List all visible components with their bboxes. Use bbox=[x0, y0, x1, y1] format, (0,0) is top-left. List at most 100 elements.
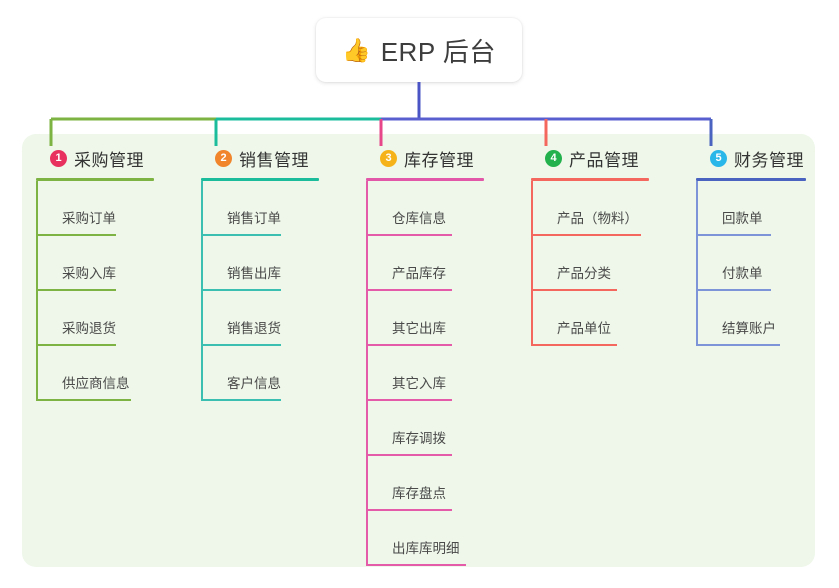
list-item-label: 采购退货 bbox=[62, 321, 116, 336]
list-item-3-2[interactable]: 产品库存 bbox=[366, 236, 516, 291]
list-item-underline bbox=[696, 234, 771, 236]
category-index-badge-5: 5 bbox=[710, 149, 727, 167]
list-item-label: 仓库信息 bbox=[392, 211, 446, 226]
list-item-label: 采购订单 bbox=[62, 211, 116, 226]
list-item-2-4[interactable]: 客户信息 bbox=[201, 346, 351, 401]
category-column-5: 5 财务管理 回款单 付款单 结算账户 bbox=[696, 146, 836, 346]
list-item-underline bbox=[36, 289, 116, 291]
list-item-3-1[interactable]: 仓库信息 bbox=[366, 181, 516, 236]
list-item-underline bbox=[366, 344, 452, 346]
category-spine bbox=[696, 181, 698, 346]
list-item-1-1[interactable]: 采购订单 bbox=[36, 181, 186, 236]
list-item-underline bbox=[366, 509, 452, 511]
list-item-underline bbox=[366, 234, 452, 236]
category-column-3: 3 库存管理 仓库信息 产品库存 其它出库 其它入库 库存调拨 库存盘点 出库库… bbox=[366, 146, 516, 566]
category-title: 采购管理 bbox=[74, 150, 144, 170]
list-item-underline bbox=[36, 399, 131, 401]
category-underline bbox=[366, 178, 484, 181]
category-header[interactable]: 1 采购管理 bbox=[36, 146, 186, 170]
list-item-underline bbox=[531, 289, 617, 291]
category-header[interactable]: 3 库存管理 bbox=[366, 146, 516, 170]
list-item-2-1[interactable]: 销售订单 bbox=[201, 181, 351, 236]
category-index-badge-1: 1 bbox=[50, 149, 67, 167]
list-item-label: 其它入库 bbox=[392, 376, 446, 391]
category-item-list: 采购订单 采购入库 采购退货 供应商信息 bbox=[36, 181, 186, 401]
category-title: 财务管理 bbox=[734, 150, 804, 170]
category-underline bbox=[201, 178, 319, 181]
root-title: ERP 后台 bbox=[380, 36, 496, 67]
list-item-underline bbox=[36, 234, 116, 236]
list-item-underline bbox=[201, 344, 281, 346]
list-item-underline bbox=[366, 454, 452, 456]
mindmap-panel bbox=[22, 134, 815, 567]
thumbs-up-icon: 👍 bbox=[342, 36, 371, 63]
list-item-2-3[interactable]: 销售退货 bbox=[201, 291, 351, 346]
list-item-underline bbox=[696, 344, 780, 346]
list-item-1-2[interactable]: 采购入库 bbox=[36, 236, 186, 291]
list-item-label: 供应商信息 bbox=[62, 376, 130, 391]
category-spine bbox=[531, 181, 533, 346]
list-item-underline bbox=[36, 344, 116, 346]
category-spine bbox=[201, 181, 203, 401]
list-item-label: 销售订单 bbox=[227, 211, 281, 226]
list-item-underline bbox=[696, 289, 771, 291]
category-spine bbox=[36, 181, 38, 401]
list-item-5-3[interactable]: 结算账户 bbox=[696, 291, 836, 346]
category-item-list: 销售订单 销售出库 销售退货 客户信息 bbox=[201, 181, 351, 401]
list-item-label: 其它出库 bbox=[392, 321, 446, 336]
category-underline bbox=[531, 178, 649, 181]
list-item-5-2[interactable]: 付款单 bbox=[696, 236, 836, 291]
list-item-1-4[interactable]: 供应商信息 bbox=[36, 346, 186, 401]
category-index-badge-2: 2 bbox=[215, 149, 232, 167]
category-item-list: 产品（物料） 产品分类 产品单位 bbox=[531, 181, 691, 346]
category-column-2: 2 销售管理 销售订单 销售出库 销售退货 客户信息 bbox=[201, 146, 351, 401]
list-item-3-5[interactable]: 库存调拨 bbox=[366, 401, 516, 456]
category-underline bbox=[36, 178, 154, 181]
list-item-underline bbox=[531, 344, 617, 346]
category-underline bbox=[696, 178, 806, 181]
root-node-card[interactable]: 👍 ERP 后台 bbox=[316, 18, 522, 82]
category-column-4: 4 产品管理 产品（物料） 产品分类 产品单位 bbox=[531, 146, 691, 346]
category-item-list: 回款单 付款单 结算账户 bbox=[696, 181, 836, 346]
list-item-3-6[interactable]: 库存盘点 bbox=[366, 456, 516, 511]
list-item-label: 出库库明细 bbox=[392, 541, 460, 556]
list-item-label: 付款单 bbox=[722, 266, 763, 281]
category-header[interactable]: 4 产品管理 bbox=[531, 146, 691, 170]
category-title: 库存管理 bbox=[404, 150, 474, 170]
list-item-label: 库存调拨 bbox=[392, 431, 446, 446]
category-index-badge-3: 3 bbox=[380, 149, 397, 167]
list-item-label: 结算账户 bbox=[722, 321, 776, 336]
list-item-label: 销售退货 bbox=[227, 321, 281, 336]
list-item-underline bbox=[366, 399, 452, 401]
list-item-4-2[interactable]: 产品分类 bbox=[531, 236, 691, 291]
list-item-label: 产品分类 bbox=[557, 266, 611, 281]
list-item-label: 库存盘点 bbox=[392, 486, 446, 501]
category-column-1: 1 采购管理 采购订单 采购入库 采购退货 供应商信息 bbox=[36, 146, 186, 401]
list-item-underline bbox=[201, 289, 281, 291]
list-item-5-1[interactable]: 回款单 bbox=[696, 181, 836, 236]
list-item-underline bbox=[201, 399, 281, 401]
list-item-3-7[interactable]: 出库库明细 bbox=[366, 511, 516, 566]
list-item-underline bbox=[531, 234, 641, 236]
list-item-3-4[interactable]: 其它入库 bbox=[366, 346, 516, 401]
category-header[interactable]: 5 财务管理 bbox=[696, 146, 836, 170]
category-title: 产品管理 bbox=[569, 150, 639, 170]
list-item-label: 回款单 bbox=[722, 211, 763, 226]
category-index-badge-4: 4 bbox=[545, 149, 562, 167]
category-item-list: 仓库信息 产品库存 其它出库 其它入库 库存调拨 库存盘点 出库库明细 bbox=[366, 181, 516, 566]
list-item-underline bbox=[366, 564, 466, 566]
list-item-label: 采购入库 bbox=[62, 266, 116, 281]
list-item-2-2[interactable]: 销售出库 bbox=[201, 236, 351, 291]
list-item-underline bbox=[201, 234, 281, 236]
category-header[interactable]: 2 销售管理 bbox=[201, 146, 351, 170]
list-item-label: 产品单位 bbox=[557, 321, 611, 336]
list-item-label: 产品库存 bbox=[392, 266, 446, 281]
list-item-4-3[interactable]: 产品单位 bbox=[531, 291, 691, 346]
list-item-label: 产品（物料） bbox=[557, 211, 638, 226]
list-item-1-3[interactable]: 采购退货 bbox=[36, 291, 186, 346]
category-title: 销售管理 bbox=[239, 150, 309, 170]
list-item-4-1[interactable]: 产品（物料） bbox=[531, 181, 691, 236]
list-item-label: 客户信息 bbox=[227, 376, 281, 391]
list-item-underline bbox=[366, 289, 452, 291]
list-item-3-3[interactable]: 其它出库 bbox=[366, 291, 516, 346]
